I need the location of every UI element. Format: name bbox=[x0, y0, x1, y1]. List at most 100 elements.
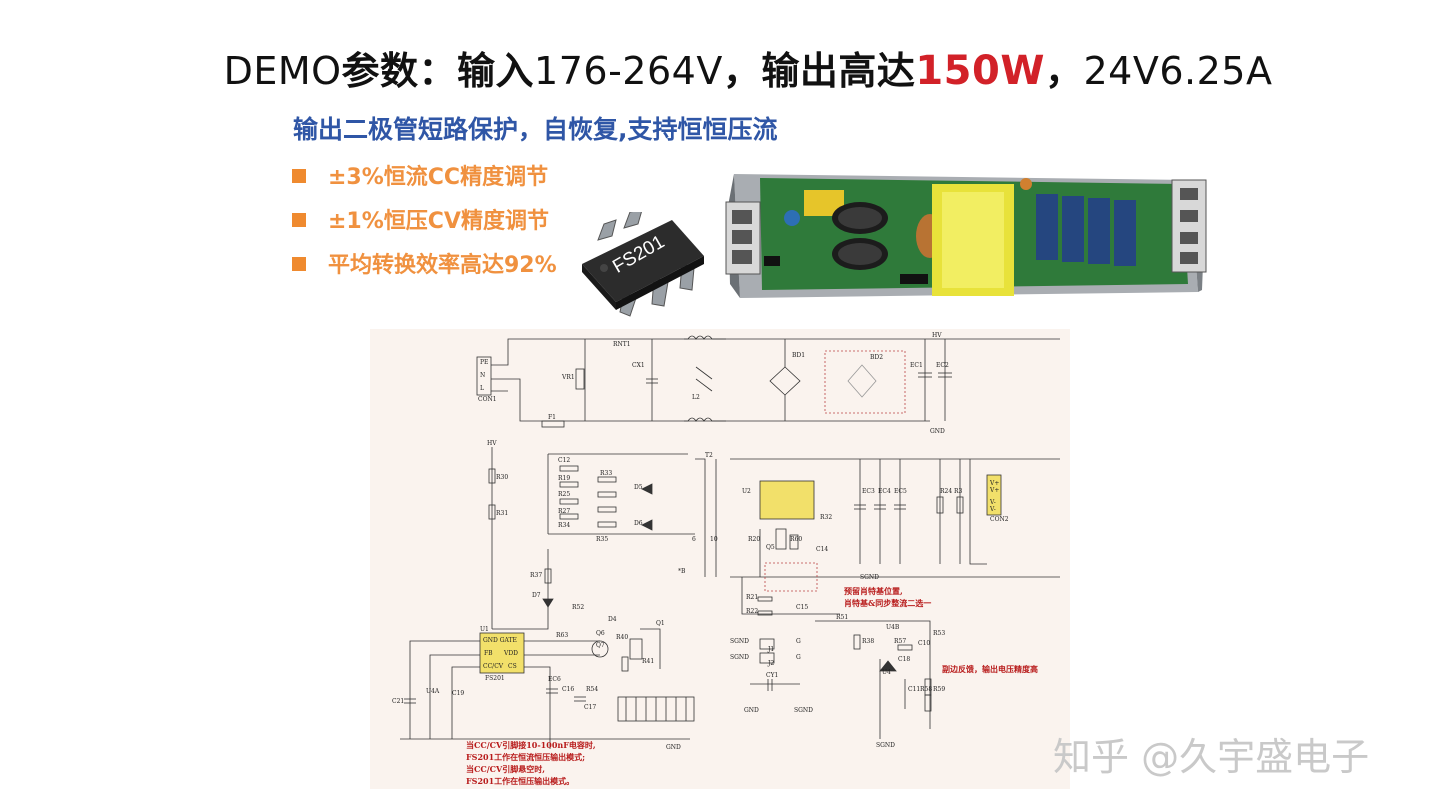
label-r59: R59 bbox=[933, 686, 945, 693]
label-r51: R51 bbox=[836, 614, 848, 621]
label-ec6: EC6 bbox=[548, 676, 561, 683]
label-c17: C17 bbox=[584, 704, 596, 711]
label-fb: FB bbox=[484, 650, 493, 657]
label-sgnd-3: SGND bbox=[730, 638, 749, 645]
label-r52: R52 bbox=[572, 604, 584, 611]
label-gnd-bottom: GND bbox=[666, 744, 681, 751]
label-c19: C19 bbox=[452, 690, 464, 697]
label-c16: C16 bbox=[562, 686, 574, 693]
label-ec2: EC2 bbox=[936, 362, 949, 369]
title-rating: 24V6.25A bbox=[1083, 49, 1273, 93]
label-vr1: VR1 bbox=[561, 374, 575, 381]
label-d7: D7 bbox=[532, 592, 541, 599]
label-d4: D4 bbox=[608, 616, 617, 623]
title-params: 参数：输入 bbox=[341, 49, 535, 93]
label-c21: C21 bbox=[392, 698, 404, 705]
label-r33: R33 bbox=[600, 470, 612, 477]
label-r20: R20 bbox=[748, 536, 760, 543]
label-hv: HV bbox=[932, 332, 942, 339]
label-r53: R53 bbox=[933, 630, 945, 637]
label-fs201: FS201 bbox=[485, 675, 505, 682]
label-con1: CON1 bbox=[478, 396, 497, 403]
label-r35: R35 bbox=[596, 536, 608, 543]
label-u1: U1 bbox=[480, 626, 489, 633]
label-c12: C12 bbox=[558, 457, 570, 464]
label-r58: R58 bbox=[920, 686, 932, 693]
label-hv2: HV bbox=[487, 440, 497, 447]
label-cs: CS bbox=[508, 663, 517, 670]
label-j1: J1 bbox=[767, 646, 774, 653]
feature-text: ±1%恒压CV精度调节 bbox=[328, 209, 549, 234]
label-sgnd-2: SGND bbox=[876, 742, 895, 749]
title-output: ，输出高达 bbox=[722, 49, 916, 93]
label-vdd: VDD bbox=[503, 650, 518, 657]
label-vminus1: V- bbox=[989, 499, 996, 506]
label-gnd-gate: GND GATE bbox=[483, 637, 517, 644]
label-q5: Q5 bbox=[766, 544, 775, 551]
label-r41: R41 bbox=[642, 658, 654, 665]
label-r30: R30 bbox=[496, 474, 508, 481]
fs201-chip-image bbox=[582, 212, 704, 317]
bullet-square-icon bbox=[292, 213, 306, 227]
label-r60: R60 bbox=[790, 536, 802, 543]
label-ec4: EC4 bbox=[878, 488, 891, 495]
label-c10: C10 bbox=[918, 640, 930, 647]
slide-subtitle: 输出二极管短路保护，自恢复,支持恒恒压流 bbox=[293, 115, 778, 144]
label-j2: J2 bbox=[767, 660, 774, 667]
label-cc-cv: CC/CV bbox=[483, 663, 504, 670]
feature-text: ±3%恒流CC精度调节 bbox=[328, 165, 549, 190]
feedback-note: 副边反馈，输出电压精度高 bbox=[942, 664, 1038, 674]
cccv-note: 当CC/CV引脚接10-100nF电容时, FS201工作在恒流恒压输出模式; … bbox=[466, 740, 596, 786]
feature-item: ±3%恒流CC精度调节 bbox=[292, 160, 557, 204]
label-sgnd: SGND bbox=[860, 574, 879, 581]
label-bd2: BD2 bbox=[870, 354, 883, 361]
label-r40: R40 bbox=[616, 634, 628, 641]
label-gnd-cy: GND bbox=[744, 707, 759, 714]
schottky-note: 预留肖特基位置, 肖特基&同步整流二选一 bbox=[844, 586, 932, 608]
label-vplus1: V+ bbox=[989, 480, 999, 487]
feature-list: ±3%恒流CC精度调节 ±1%恒压CV精度调节 平均转换效率高达92% bbox=[292, 160, 557, 292]
watermark: 知乎 @久宇盛电子 bbox=[1053, 735, 1370, 779]
bullet-square-icon bbox=[292, 257, 306, 271]
label-r24: R24 bbox=[940, 488, 952, 495]
label-ec3: EC3 bbox=[862, 488, 875, 495]
label-g2: G bbox=[796, 654, 801, 661]
bullet-square-icon bbox=[292, 169, 306, 183]
label-bd1: BD1 bbox=[792, 352, 805, 359]
schematic-diagram: PE N L CON1 F1 VR1 RNT1 CX1 L2 BD1 BD2 E… bbox=[370, 329, 1070, 789]
label-r63: R63 bbox=[556, 632, 568, 639]
label-u4b: U4B bbox=[886, 624, 900, 631]
label-r3: R3 bbox=[954, 488, 963, 495]
label-pin6: 6 bbox=[692, 536, 696, 543]
label-u4a: U4A bbox=[426, 688, 440, 695]
label-r57: R57 bbox=[894, 638, 906, 645]
label-c15: C15 bbox=[796, 604, 808, 611]
label-r31: R31 bbox=[496, 510, 508, 517]
title-comma: ， bbox=[1044, 49, 1084, 93]
label-pin10: 10 bbox=[710, 536, 718, 543]
title-demo: DEMO bbox=[223, 49, 342, 93]
label-r25: R25 bbox=[558, 491, 570, 498]
schematic-drawing: PE N L CON1 F1 VR1 RNT1 CX1 L2 BD1 BD2 E… bbox=[392, 332, 1060, 751]
label-q6: Q6 bbox=[596, 630, 605, 637]
label-con2: CON2 bbox=[990, 516, 1009, 523]
label-b: *B bbox=[678, 568, 686, 575]
label-n: N bbox=[480, 372, 485, 379]
label-t2: T2 bbox=[705, 452, 713, 459]
label-gnd: GND bbox=[930, 428, 945, 435]
power-board-image bbox=[725, 174, 1207, 298]
label-r34: R34 bbox=[558, 522, 570, 529]
label-ec5: EC5 bbox=[894, 488, 907, 495]
label-r54: R54 bbox=[586, 686, 598, 693]
label-c18: C18 bbox=[898, 656, 910, 663]
label-f1: F1 bbox=[548, 414, 556, 421]
label-q7: Q7 bbox=[596, 642, 605, 649]
label-sgnd-4: SGND bbox=[730, 654, 749, 661]
label-rnt1: RNT1 bbox=[613, 341, 631, 348]
label-ec1: EC1 bbox=[910, 362, 923, 369]
label-cy1: CY1 bbox=[766, 672, 778, 679]
label-g1: G bbox=[796, 638, 801, 645]
label-u4: U4 bbox=[882, 669, 891, 676]
label-u2: U2 bbox=[742, 488, 751, 495]
feature-text: 平均转换效率高达92% bbox=[328, 253, 557, 278]
